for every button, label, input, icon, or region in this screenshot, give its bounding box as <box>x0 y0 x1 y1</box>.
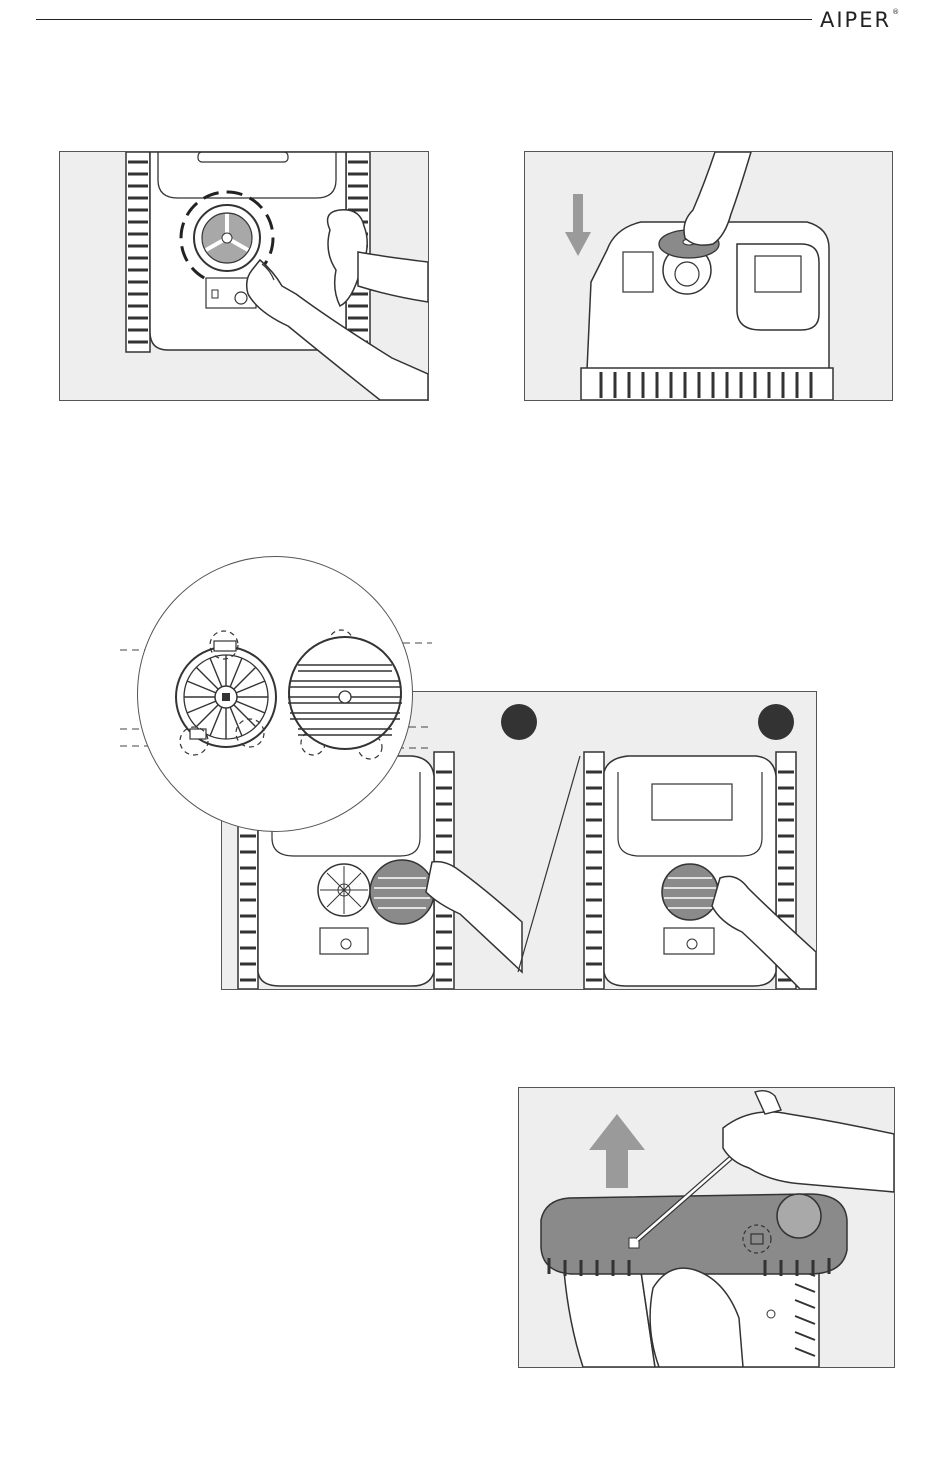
hand-wiping-impeller-illustration <box>60 152 428 400</box>
cover-detail-zoom <box>137 556 413 832</box>
press-down-arrow-icon <box>565 194 591 256</box>
press-cover-panel <box>524 151 893 401</box>
step-two-marker <box>758 704 794 740</box>
step-one-marker <box>501 704 537 740</box>
hand-pressing-cover-illustration <box>525 152 892 400</box>
lift-up-arrow-icon <box>589 1114 645 1188</box>
cover-clip-detail-illustration <box>138 557 412 831</box>
remove-tray-panel <box>518 1087 895 1368</box>
registered-mark: ® <box>892 8 901 16</box>
wipe-impeller-panel <box>59 151 429 401</box>
brand-logo: AIPER® <box>820 8 901 30</box>
brand-name: AIPER <box>820 8 891 32</box>
screwdriver-lift-illustration <box>519 1088 894 1367</box>
header-rule <box>36 19 812 20</box>
